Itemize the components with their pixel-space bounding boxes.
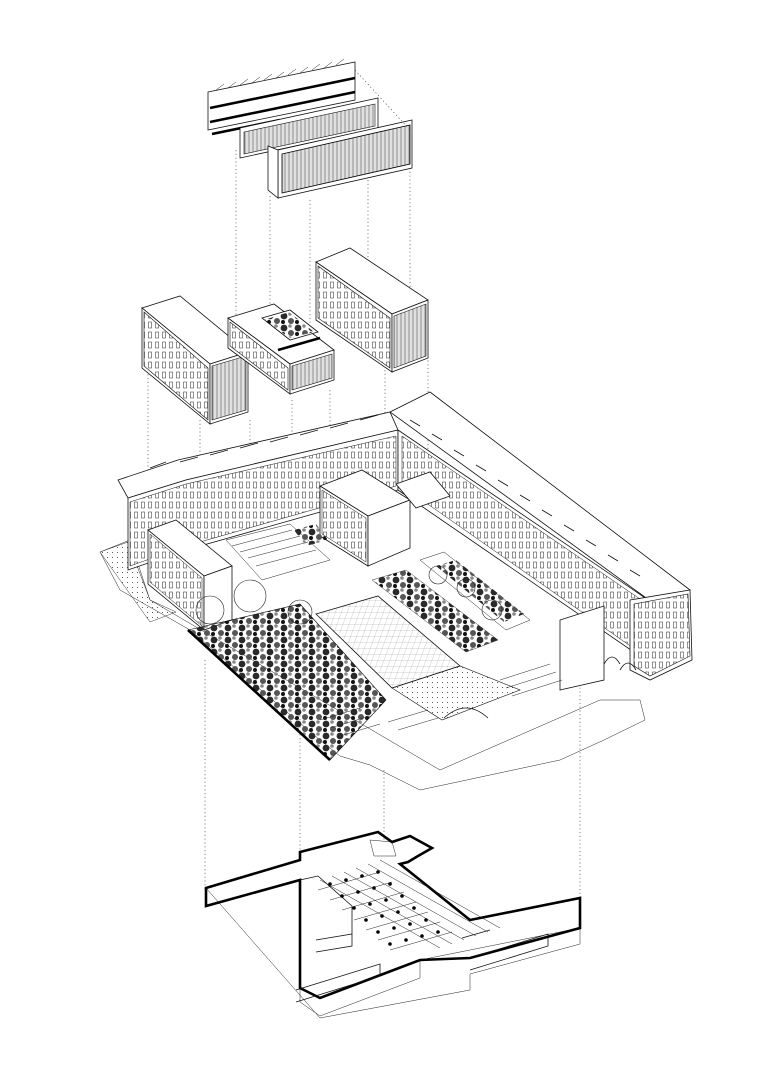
new-volume-left: [141, 295, 249, 425]
access-ramp: [369, 839, 397, 857]
courtyard-planting: [294, 524, 328, 546]
dormers-right: [409, 419, 641, 577]
hedge-row-right-2: [436, 560, 524, 622]
roof-beam: [209, 90, 356, 124]
front-wing-end: [203, 565, 233, 631]
arcade-arches: [603, 656, 637, 671]
tree: [456, 578, 476, 598]
dormers-rear: [149, 414, 379, 469]
tree: [287, 599, 313, 625]
tree: [428, 565, 448, 585]
park-edge: [187, 629, 331, 761]
columns: [328, 870, 440, 946]
plaza-steps: [319, 707, 439, 737]
roof-frame-middle-mullions: [243, 103, 376, 155]
underground-outline: [204, 830, 582, 1000]
inner-wall: [469, 933, 549, 971]
new-volume-right: [315, 247, 429, 373]
layer-roof-structure: [207, 58, 413, 199]
roof-beam: [209, 76, 356, 110]
tree: [233, 579, 267, 613]
parking-columns: [317, 859, 501, 951]
layer-new-volumes: [141, 247, 429, 425]
inner-wall: [315, 933, 353, 953]
layer-underground: [204, 830, 582, 1019]
paving-dots-left: [99, 541, 177, 623]
tower-roof: [395, 471, 451, 509]
roof-louvre-side: [267, 145, 279, 199]
plaza-paving: [391, 665, 521, 721]
roof-ribs: [215, 58, 345, 91]
corner-block: [559, 605, 605, 691]
tree: [481, 599, 503, 621]
layer-existing-building: [99, 391, 693, 791]
terrace-steps: [225, 523, 331, 581]
semicircle-stair: [443, 707, 489, 719]
roof-louvre-fins: [281, 124, 411, 194]
hedge-row-right: [371, 569, 499, 653]
tree: [195, 595, 225, 625]
inner-wall: [295, 963, 381, 1003]
inner-wall: [299, 875, 353, 934]
new-volume-center: [227, 303, 335, 395]
roof-frame-back: [207, 61, 356, 131]
inner-wing-front: [367, 499, 411, 567]
